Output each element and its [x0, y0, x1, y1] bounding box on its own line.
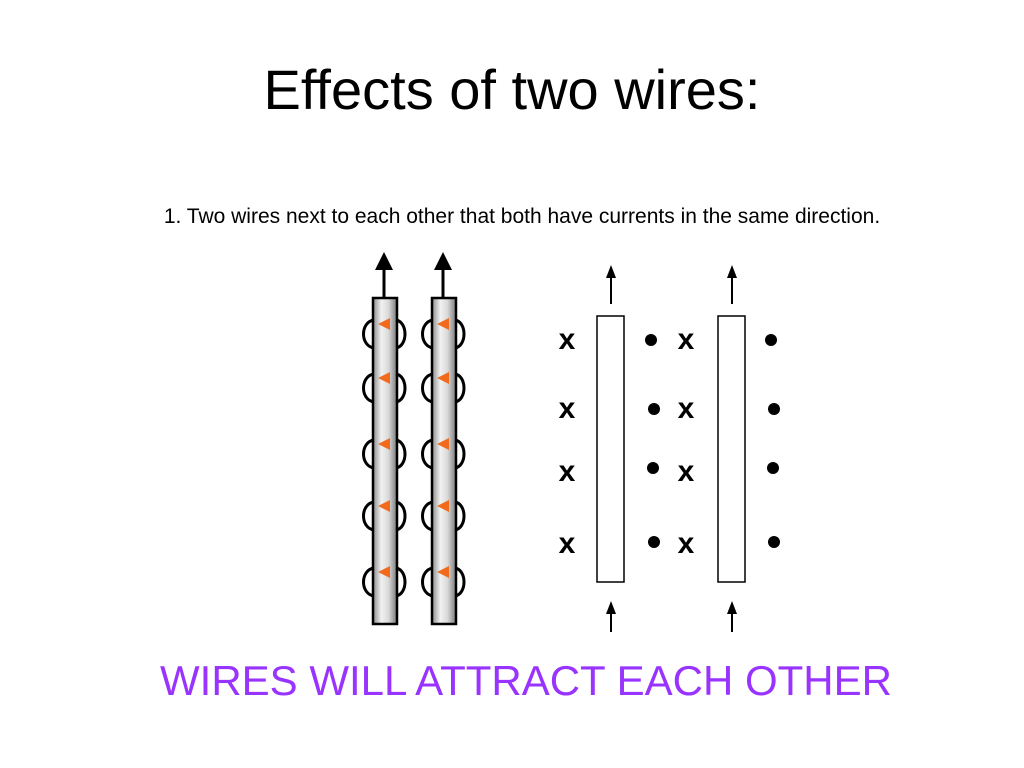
into-page-marker: x [678, 455, 695, 488]
out-of-page-marker [648, 536, 660, 548]
out-of-page-marker [647, 462, 659, 474]
field-direction-arrows-wire-2 [437, 318, 449, 578]
into-page-marker: x [678, 527, 695, 560]
field-loops-wire-1 [362, 318, 407, 598]
into-page-marker: x [559, 392, 576, 425]
out-of-page-marker [767, 462, 779, 474]
into-page-marker: x [559, 323, 576, 356]
out-of-page-marker [648, 403, 660, 415]
field-loops-wire-2 [421, 318, 466, 598]
into-page-marker: x [678, 392, 695, 425]
current-arrow-wire-1 [375, 252, 393, 298]
schematic-current-arrow-top-1 [606, 265, 616, 304]
slide-title: Effects of two wires: [263, 58, 761, 121]
field-schematic: x x x x x x x x [559, 265, 780, 632]
into-page-marker: x [559, 527, 576, 560]
into-page-marker: x [559, 455, 576, 488]
out-of-page-marker [768, 403, 780, 415]
schematic-current-arrow-bottom-1 [606, 601, 616, 632]
schematic-current-arrow-bottom-2 [727, 601, 737, 632]
current-arrow-wire-2 [434, 252, 452, 298]
schematic-wire-2 [717, 315, 746, 583]
out-of-page-marker [768, 536, 780, 548]
into-page-markers: x x x x x x x x [559, 323, 695, 560]
schematic-wire-1 [596, 315, 625, 583]
out-of-page-markers [645, 334, 780, 548]
slide-description: 1. Two wires next to each other that bot… [163, 205, 881, 228]
conclusion-text: WIRES WILL ATTRACT EACH OTHER [160, 657, 892, 704]
out-of-page-marker [645, 334, 657, 346]
into-page-marker: x [678, 323, 695, 356]
out-of-page-marker [765, 334, 777, 346]
field-direction-arrows-wire-1 [378, 318, 390, 578]
schematic-current-arrow-top-2 [727, 265, 737, 304]
wire-illustration [362, 252, 466, 626]
